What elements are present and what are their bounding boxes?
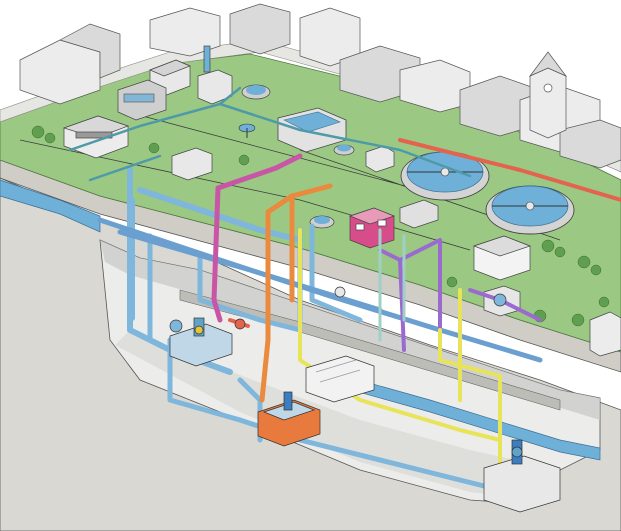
small-equipment-building (171, 145, 439, 229)
large-clarifier-tank-2 (485, 185, 575, 235)
tree (598, 296, 610, 308)
valve-assembly (169, 286, 507, 333)
tree (571, 313, 585, 327)
filter-hall (117, 79, 167, 121)
tree (554, 246, 566, 258)
drain-pipe (378, 228, 406, 342)
underground-equipment (169, 286, 561, 513)
white-pump-house (472, 235, 532, 281)
tree (148, 142, 160, 154)
tree (590, 264, 602, 276)
large-clarifier-tank-1 (400, 151, 490, 201)
city-block-back (19, 3, 621, 169)
tree (541, 239, 555, 253)
tree (44, 132, 56, 144)
potable-branch-pipe (147, 223, 363, 343)
tree (446, 276, 458, 288)
small-round-tank-1 (241, 84, 271, 100)
filter-block (305, 355, 375, 403)
tree (238, 154, 250, 166)
surface-facilities (62, 45, 621, 357)
chemical-dosing-pipe (211, 153, 303, 323)
clock-tower (528, 51, 568, 139)
blower-building (197, 45, 233, 105)
sludge-pipe (259, 183, 333, 403)
dish-icon (238, 123, 256, 138)
small-round-tank-3 (333, 144, 355, 156)
mid-floor-slab (179, 289, 561, 411)
pump-station-lower-right (483, 439, 561, 513)
pink-lab-building (348, 207, 396, 249)
trees (31, 125, 610, 327)
pump-station-upper-left (169, 317, 233, 367)
tree (577, 255, 591, 269)
raw-water-pipe (97, 217, 543, 363)
small-round-tank-2 (309, 215, 335, 229)
surface-distribution-pipe (68, 86, 472, 182)
tree (31, 125, 45, 139)
pump-station-center (257, 391, 321, 447)
aeration-basin (277, 107, 347, 153)
